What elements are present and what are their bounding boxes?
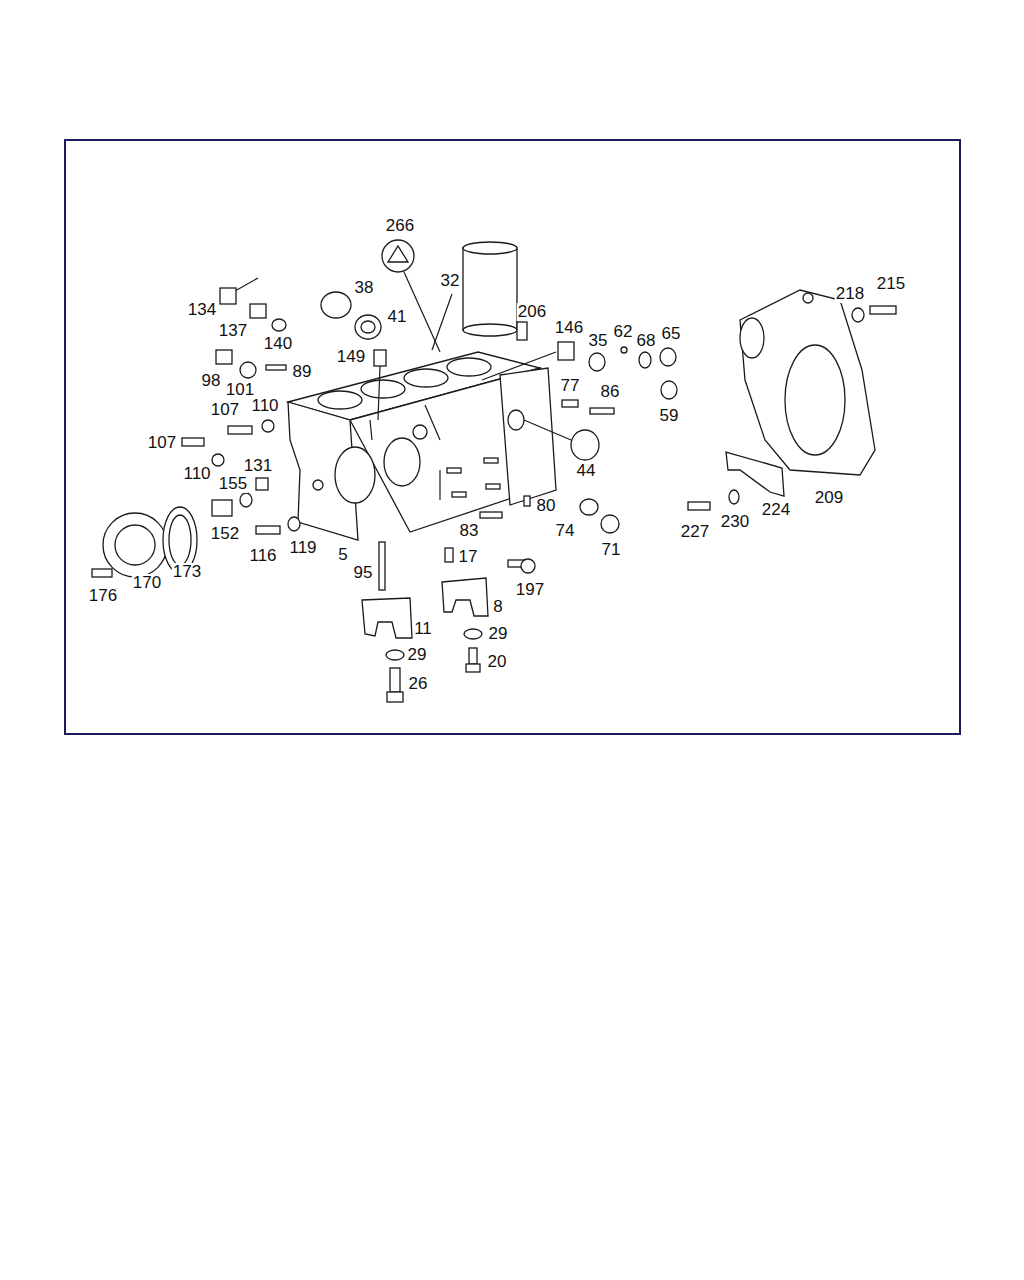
callout-number: 65 [661, 325, 682, 343]
callout-number: 38 [354, 279, 375, 297]
callout-number: 173 [172, 563, 202, 581]
loose-parts [92, 240, 896, 702]
callout-number: 77 [560, 377, 581, 395]
callout-number: 17 [458, 548, 479, 566]
callout-number: 107 [147, 434, 177, 452]
callout-number: 83 [459, 522, 480, 540]
callout-number: 155 [218, 475, 248, 493]
callout-number: 266 [385, 217, 415, 235]
callout-number: 176 [88, 587, 118, 605]
callout-number: 44 [576, 462, 597, 480]
callout-number: 146 [554, 319, 584, 337]
callout-number: 89 [292, 363, 313, 381]
frame [65, 140, 960, 734]
callout-number: 230 [720, 513, 750, 531]
callout-number: 86 [600, 383, 621, 401]
callout-number: 152 [210, 525, 240, 543]
callout-number: 227 [680, 523, 710, 541]
callout-number: 95 [353, 564, 374, 582]
callout-number: 71 [601, 541, 622, 559]
callout-number: 68 [636, 332, 657, 350]
callout-number: 41 [387, 308, 408, 326]
callout-number: 62 [613, 323, 634, 341]
callout-number: 35 [588, 332, 609, 350]
callout-number: 206 [517, 303, 547, 321]
callout-number: 32 [440, 272, 461, 290]
callout-number: 98 [201, 372, 222, 390]
callout-number: 11 [413, 620, 433, 638]
callout-number: 29 [488, 625, 509, 643]
callout-number: 119 [288, 539, 317, 557]
callout-number: 218 [835, 285, 865, 303]
callout-number: 107 [210, 401, 240, 419]
engine-block [288, 352, 556, 540]
callout-number: 110 [250, 397, 279, 415]
callout-number: 20 [487, 653, 508, 671]
callout-number: 197 [515, 581, 545, 599]
callout-number: 140 [263, 335, 293, 353]
callout-number: 80 [536, 497, 557, 515]
callout-number: 8 [492, 598, 503, 616]
callout-number: 59 [659, 407, 680, 425]
callout-number: 116 [248, 547, 277, 565]
callout-number: 224 [761, 501, 791, 519]
callout-number: 137 [218, 322, 248, 340]
callout-number: 5 [337, 546, 348, 564]
callout-number: 134 [187, 301, 217, 319]
callout-number: 149 [336, 348, 366, 366]
callout-number: 26 [408, 675, 429, 693]
callout-number: 209 [814, 489, 844, 507]
callout-number: 170 [132, 574, 162, 592]
callout-number: 29 [407, 646, 428, 664]
callout-number: 74 [555, 522, 576, 540]
callout-number: 110 [182, 465, 211, 483]
callout-number: 131 [243, 457, 273, 475]
callout-number: 215 [876, 275, 906, 293]
